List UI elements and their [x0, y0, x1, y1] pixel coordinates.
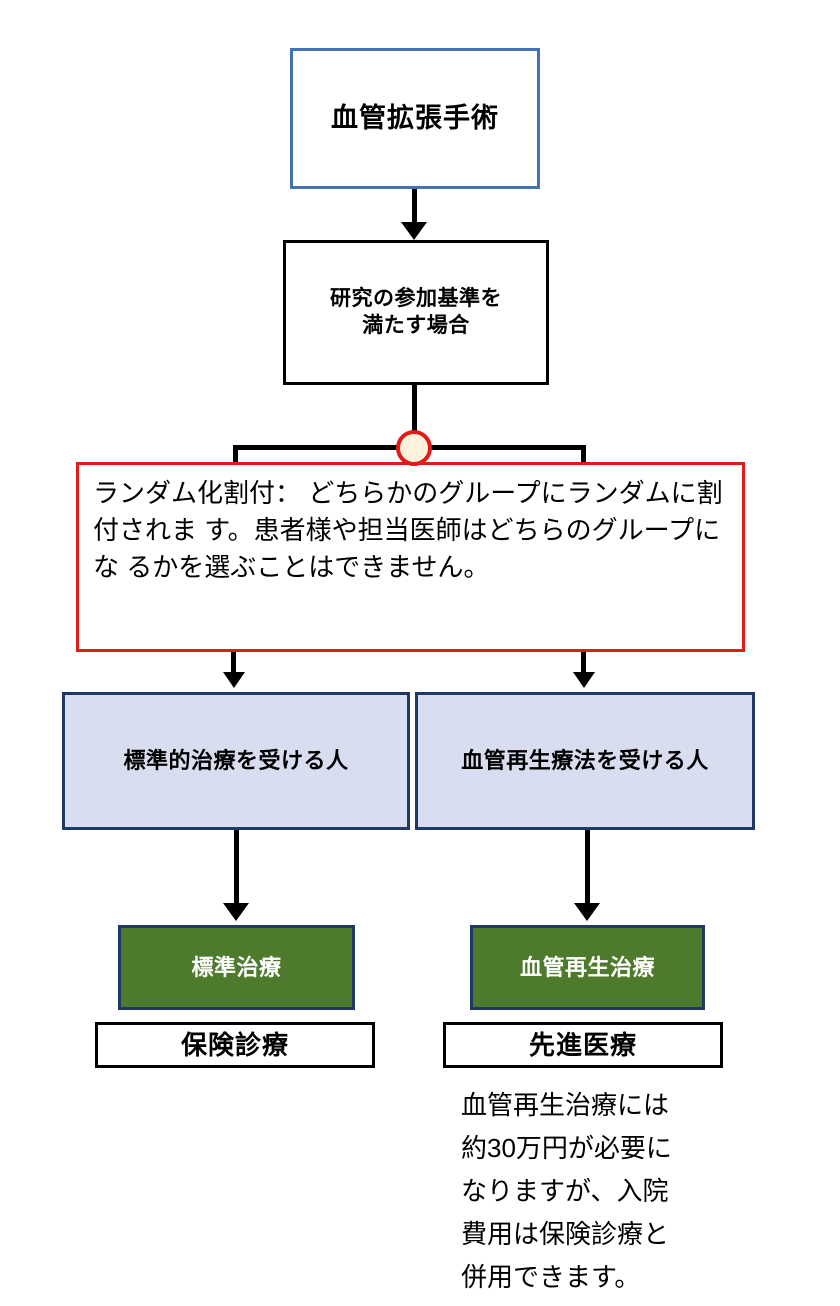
arrowhead-group-to-treatment-right [574, 903, 600, 921]
connector-random-to-group-right [581, 652, 586, 674]
randomization-circle-icon [396, 430, 432, 466]
connector-branch-drop-left [233, 445, 238, 465]
connector-criteria-to-node [412, 385, 417, 435]
node-criteria: 研究の参加基準を 満たす場合 [283, 240, 549, 385]
node-cost-insurance: 保険診療 [95, 1022, 375, 1068]
node-treatment-regenerative: 血管再生治療 [470, 925, 705, 1010]
caption-regenerative-cost: 血管再生治療には 約30万円が必要に なりますが、入院 費用は保険診療と 併用で… [461, 1090, 672, 1292]
connector-random-to-group-left [231, 652, 236, 674]
node-treatment-standard: 標準治療 [118, 925, 355, 1010]
connector-surgery-to-criteria [412, 189, 417, 225]
connector-branch-drop-right [581, 445, 586, 465]
arrowhead-random-to-group-right [573, 672, 595, 688]
node-surgery: 血管拡張手術 [290, 48, 540, 189]
connector-group-to-treatment-left [234, 830, 239, 906]
node-group-regenerative: 血管再生療法を受ける人 [415, 692, 755, 830]
arrowhead-group-to-treatment-left [223, 903, 249, 921]
arrowhead-random-to-group-left [223, 672, 245, 688]
node-randomization-note: ランダム化割付： どちらかのグループにランダムに割付されま す。患者様や担当医師… [76, 462, 745, 652]
arrowhead-surgery-to-criteria [401, 222, 427, 240]
node-group-standard: 標準的治療を受ける人 [62, 692, 410, 830]
connector-group-to-treatment-right [585, 830, 590, 906]
node-cost-advanced: 先進医療 [443, 1022, 723, 1068]
